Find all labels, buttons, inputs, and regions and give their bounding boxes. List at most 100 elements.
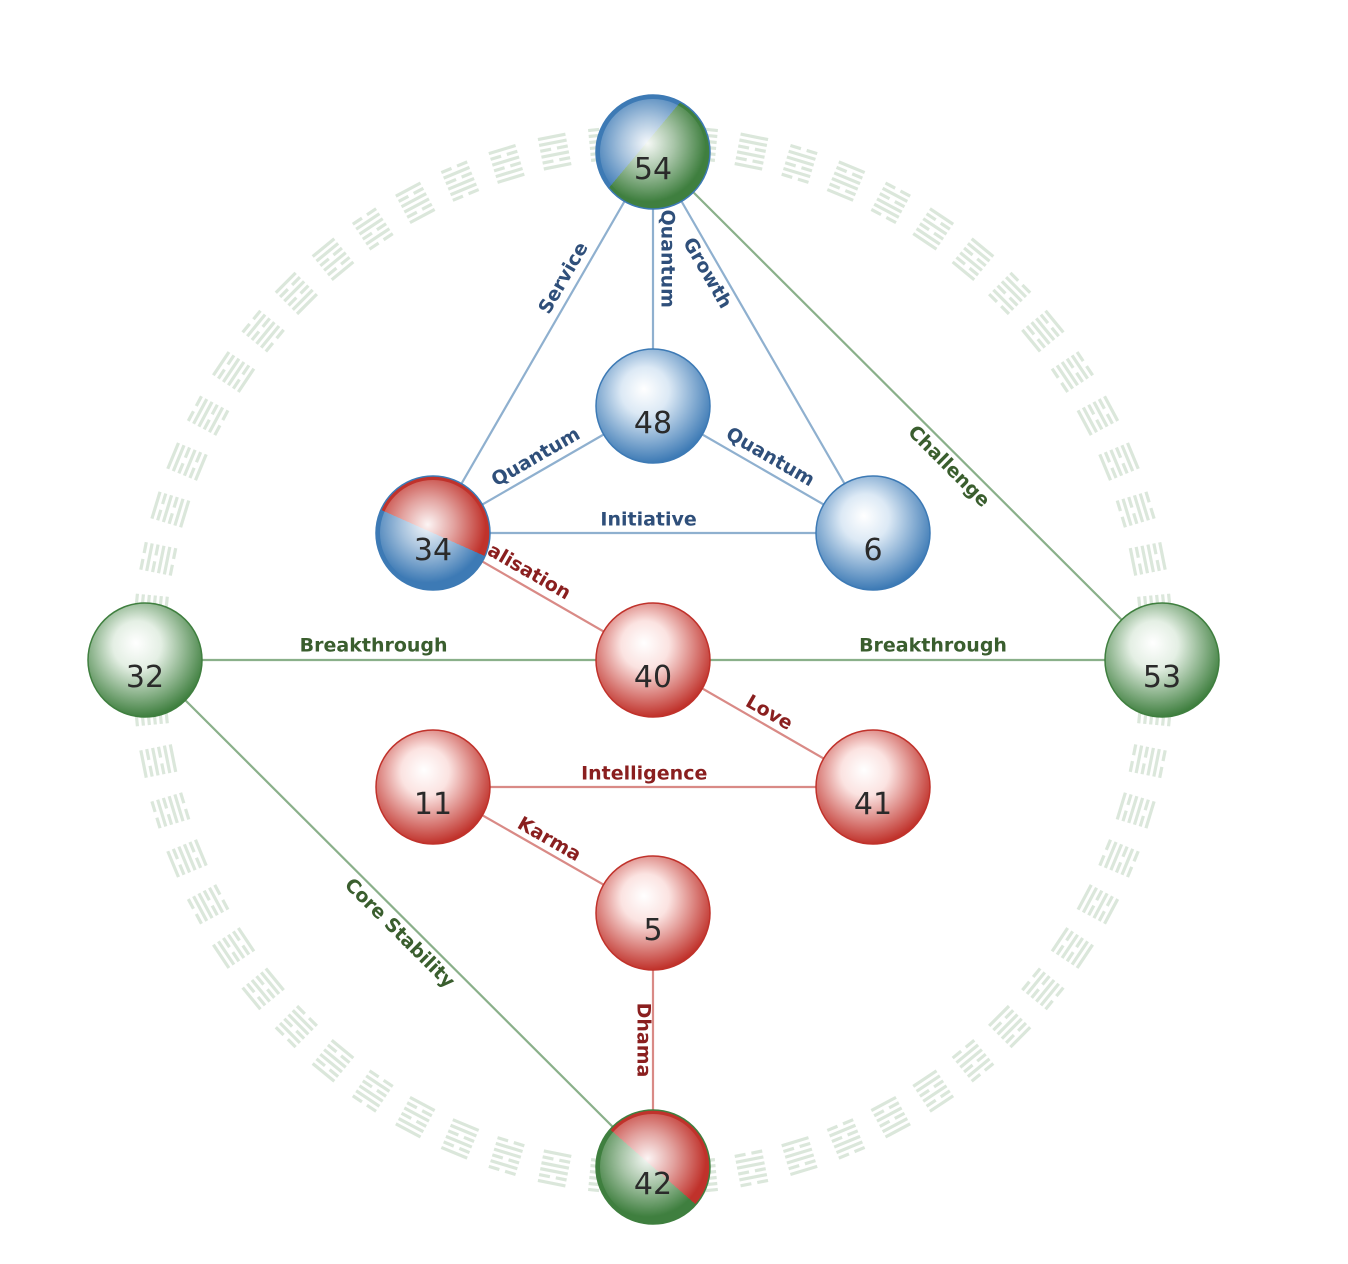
node-sphere: [375, 729, 491, 845]
hexagram-mark: [166, 442, 208, 481]
hexagram-mark: [311, 1039, 355, 1083]
node-number: 34: [414, 533, 452, 568]
hexagram-mark: [351, 1069, 394, 1113]
hexagram-mark: [912, 1069, 955, 1113]
node-sphere: [595, 855, 711, 971]
hexagram-mark: [150, 491, 191, 528]
edge-label: Breakthrough: [300, 635, 448, 657]
edge-label: Quantum: [488, 423, 584, 491]
hexagram-mark: [186, 884, 230, 925]
hexagram-mark: [395, 181, 436, 225]
hexagram-mark: [537, 132, 572, 171]
node-highlight: [600, 99, 706, 205]
hexagram-mark: [274, 271, 318, 316]
hexagram-mark: [870, 181, 911, 225]
node-number: 53: [1143, 660, 1181, 695]
node-number: 40: [634, 660, 672, 695]
gene-node-53: 53: [1104, 602, 1220, 718]
node-number: 54: [634, 152, 672, 187]
gene-node-34: 34: [375, 475, 491, 591]
hexagram-mark: [1115, 792, 1156, 829]
node-sphere: [87, 602, 203, 718]
edge-label: Quantum: [657, 209, 679, 307]
hexagram-mark: [1128, 541, 1167, 576]
hexagram-mark: [781, 1136, 818, 1177]
gene-nodes: 54 48 34 6 32 40 53 11 41 5 42: [87, 94, 1220, 1225]
hexagram-mark: [395, 1095, 436, 1139]
hexagram-mark: [351, 207, 394, 251]
hexagram-mark: [1128, 744, 1167, 779]
hexagram-mark: [734, 1149, 769, 1188]
gene-node-54: 54: [595, 94, 711, 210]
hexagram-mark: [241, 967, 285, 1011]
hexagram-mark: [1098, 839, 1140, 878]
hexagram-mark: [186, 395, 230, 436]
node-highlight: [380, 480, 486, 586]
gene-node-5: 5: [595, 855, 711, 971]
hexagram-mark: [212, 351, 256, 393]
hexagram-mark: [826, 1118, 866, 1160]
edge-line: [432, 151, 654, 534]
edge-label: Core Stability: [340, 874, 459, 993]
node-sphere: [595, 602, 711, 718]
hexagram-mark: [734, 132, 769, 171]
node-number: 11: [414, 787, 452, 822]
hexagram-mark: [826, 160, 866, 202]
hexagram-mark: [139, 541, 178, 576]
hexagram-mark: [440, 160, 480, 202]
hexagram-mark: [951, 1039, 995, 1083]
edge-label: Intelligence: [581, 763, 707, 785]
hexagram-mark: [139, 744, 178, 779]
hexagram-mark: [1050, 351, 1094, 393]
hexagram-mark: [241, 309, 285, 353]
hexagram-mark: [1021, 309, 1065, 353]
gene-node-32: 32: [87, 602, 203, 718]
hexagram-mark: [274, 1004, 318, 1049]
edge-label: Breakthrough: [859, 635, 1007, 657]
hexagram-mark: [988, 1004, 1032, 1049]
hexagram-mark: [212, 927, 256, 969]
node-sphere: [815, 475, 931, 591]
hexagram-mark: [781, 143, 818, 184]
edge-line: [652, 151, 1163, 661]
gene-node-40: 40: [595, 602, 711, 718]
hexagram-mark: [1050, 927, 1094, 969]
hexagram-mark: [488, 143, 525, 184]
gene-node-11: 11: [375, 729, 491, 845]
edge-label: Dhama: [633, 1003, 655, 1078]
edge-label: Quantum: [722, 423, 818, 491]
node-sphere: [815, 729, 931, 845]
node-number: 5: [643, 913, 662, 948]
node-number: 48: [634, 406, 672, 441]
hexagram-mark: [870, 1095, 911, 1139]
node-sphere: [1104, 602, 1220, 718]
gene-node-6: 6: [815, 475, 931, 591]
hexagram-mark: [311, 237, 355, 281]
hexagram-mark: [912, 207, 955, 251]
gene-node-42: 42: [595, 1109, 711, 1225]
hexagram-mark: [537, 1149, 572, 1188]
gene-node-41: 41: [815, 729, 931, 845]
hexagram-mark: [440, 1118, 480, 1160]
gene-node-48: 48: [595, 348, 711, 464]
hexagram-mark: [988, 271, 1032, 316]
edge-line: [144, 659, 654, 1168]
hexagram-mark: [1021, 967, 1065, 1011]
node-sphere: [595, 348, 711, 464]
hexagram-mark: [951, 237, 995, 281]
edge-label: Initiative: [600, 509, 696, 531]
hexagram-mark: [1115, 491, 1156, 528]
node-number: 42: [634, 1167, 672, 1202]
node-number: 6: [863, 533, 882, 568]
hexagram-mark: [1076, 395, 1120, 436]
edge-line: [652, 151, 874, 534]
hexagram-mark: [488, 1136, 525, 1177]
hexagram-mark: [1076, 884, 1120, 925]
hexagram-mark: [1098, 442, 1140, 481]
node-number: 32: [126, 660, 164, 695]
hexagram-mark: [150, 792, 191, 829]
hexagram-mark: [166, 839, 208, 878]
node-number: 41: [854, 787, 892, 822]
node-highlight: [600, 1114, 706, 1220]
